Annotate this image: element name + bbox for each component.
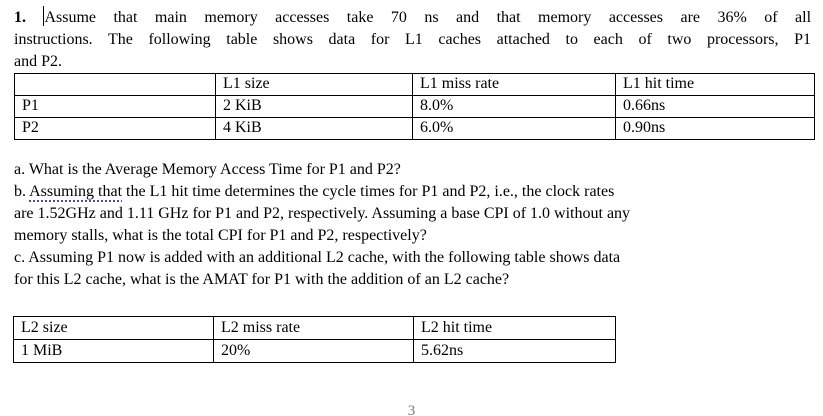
intro-line-1[interactable]: 1. Assume that main memory accesses take…: [14, 6, 811, 29]
p1-size-cell[interactable]: 2 KiB: [215, 95, 413, 118]
l2-header-size-cell[interactable]: L2 size: [13, 316, 214, 340]
grammar-flagged-text: Assuming that: [29, 183, 123, 200]
question-list: a. What is the Average Memory Access Tim…: [14, 159, 814, 291]
text-cursor: [43, 6, 45, 26]
p1-miss-rate-cell[interactable]: 8.0%: [412, 95, 616, 118]
l2-cache-table: L2 size L2 miss rate L2 hit time 1 MiB 2…: [13, 316, 616, 363]
question-number: 1.: [14, 9, 26, 26]
intro-line-1-text: Assume that main memory accesses take 70…: [44, 9, 812, 26]
l2-table-header-row: L2 size L2 miss rate L2 hit time: [13, 316, 616, 340]
question-c-line-1[interactable]: c. Assuming P1 now is added with an addi…: [14, 249, 621, 266]
table-row-p1: P1 2 KiB 8.0% 0.66ns: [14, 95, 815, 118]
p2-miss-rate-cell[interactable]: 6.0%: [412, 117, 616, 140]
l2-hit-time-cell[interactable]: 5.62ns: [413, 339, 616, 363]
l2-header-hit-time-cell[interactable]: L2 hit time: [413, 316, 616, 340]
intro-line-3[interactable]: and P2.: [14, 53, 62, 70]
question-b-line-1-text: the L1 hit time determines the cycle tim…: [126, 183, 615, 200]
l2-miss-rate-cell[interactable]: 20%: [213, 339, 414, 363]
intro-line-2[interactable]: instructions. The following table shows …: [14, 31, 811, 48]
question-b-prefix: b.: [14, 183, 26, 200]
question-b-line-2[interactable]: are 1.52GHz and 1.11 GHz for P1 and P2, …: [14, 205, 631, 222]
question-a[interactable]: a. What is the Average Memory Access Tim…: [14, 161, 401, 178]
p2-size-cell[interactable]: 4 KiB: [215, 117, 413, 140]
page-number: 3: [407, 403, 416, 416]
l1-header-hit-time-cell[interactable]: L1 hit time: [615, 73, 815, 96]
p1-label-cell[interactable]: P1: [14, 95, 216, 118]
question-b-line-3[interactable]: memory stalls, what is the total CPI for…: [14, 227, 427, 244]
p1-hit-time-cell[interactable]: 0.66ns: [615, 95, 815, 118]
question-c-line-2[interactable]: for this L2 cache, what is the AMAT for …: [14, 271, 510, 288]
question-b-line-1[interactable]: b. Assuming that the L1 hit time determi…: [14, 181, 814, 203]
l2-size-cell[interactable]: 1 MiB: [13, 339, 214, 363]
table-row-p2: P2 4 KiB 6.0% 0.90ns: [14, 117, 815, 140]
p2-hit-time-cell[interactable]: 0.90ns: [615, 117, 815, 140]
l1-header-empty-cell[interactable]: [14, 73, 216, 96]
l1-header-size-cell[interactable]: L1 size: [215, 73, 413, 96]
problem-statement: 1. Assume that main memory accesses take…: [14, 6, 811, 73]
p2-label-cell[interactable]: P2: [14, 117, 216, 140]
l1-table-header-row: L1 size L1 miss rate L1 hit time: [14, 73, 815, 96]
table-row-l2: 1 MiB 20% 5.62ns: [13, 339, 616, 363]
l1-cache-table: L1 size L1 miss rate L1 hit time P1 2 Ki…: [14, 73, 815, 140]
l2-header-miss-rate-cell[interactable]: L2 miss rate: [213, 316, 414, 340]
l1-header-miss-rate-cell[interactable]: L1 miss rate: [412, 73, 616, 96]
